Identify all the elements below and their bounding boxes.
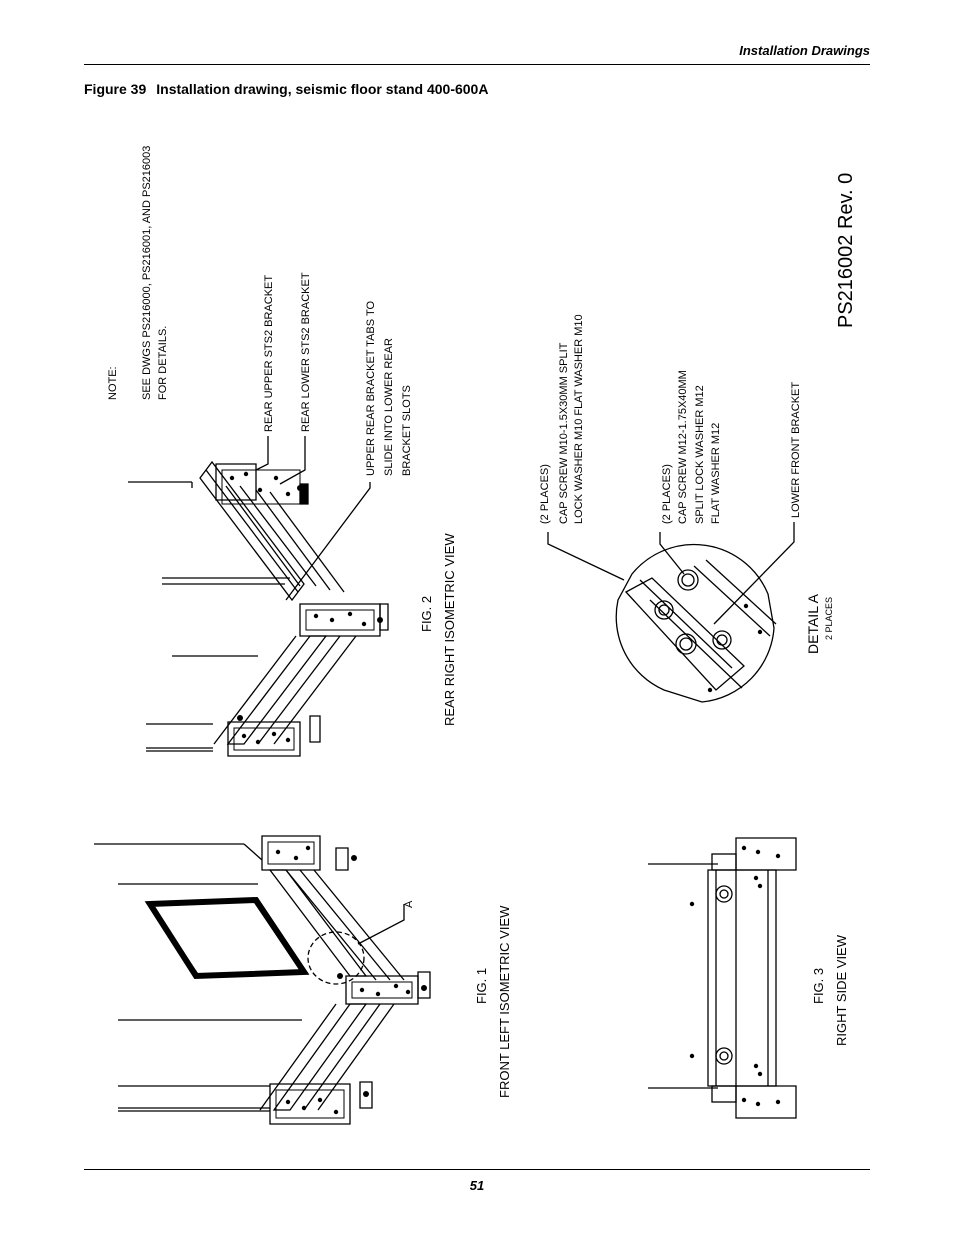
m12-line-1: CAP SCREW M12-1.75X40MM — [677, 370, 689, 524]
figure-number: Figure 39 — [84, 81, 147, 97]
fig2-number: FIG. 2 — [419, 596, 434, 632]
note-line-1: SEE DWGS PS216000, PS216001, AND PS21600… — [141, 146, 153, 400]
m10-places: (2 PLACES) — [539, 464, 551, 524]
m10-line-2: LOCK WASHER M10 FLAT WASHER M10 — [573, 314, 585, 524]
drawing-number: PS216002 Rev. 0 — [835, 173, 857, 328]
lower-front-bracket-label: LOWER FRONT BRACKET — [790, 382, 802, 518]
header-rule — [84, 64, 870, 65]
fig3-number: FIG. 3 — [811, 968, 826, 1004]
page-number: 51 — [469, 1178, 485, 1193]
detail-a-drawing — [547, 522, 795, 703]
m12-line-2: SPLIT LOCK WASHER M12 — [694, 385, 706, 524]
detail-a-marker: A — [403, 900, 415, 908]
m12-places: (2 PLACES) — [661, 464, 673, 524]
note-line-2: FOR DETAILS. — [157, 326, 169, 400]
fig1-number: FIG. 1 — [474, 968, 489, 1004]
callout-rear-upper-bracket: REAR UPPER STS2 BRACKET — [263, 275, 275, 432]
callout-tabs-line-2: SLIDE INTO LOWER REAR — [383, 338, 395, 476]
m12-line-3: FLAT WASHER M12 — [710, 423, 722, 524]
callout-tabs-line-1: UPPER REAR BRACKET TABS TO — [365, 301, 377, 476]
footer-rule — [84, 1169, 870, 1170]
running-header: Installation Drawings — [739, 43, 870, 58]
m10-line-1: CAP SCREW M10-1.5X30MM SPLIT — [558, 342, 570, 524]
callout-tabs-line-3: BRACKET SLOTS — [401, 385, 413, 476]
fig1-title: FRONT LEFT ISOMETRIC VIEW — [497, 905, 512, 1098]
figure-title: Installation drawing, seismic floor stan… — [156, 81, 489, 97]
fig2-rear-right-isometric-drawing — [128, 436, 389, 757]
detail-a-subtitle: 2 PLACES — [824, 597, 834, 640]
fig2-title: REAR RIGHT ISOMETRIC VIEW — [442, 533, 457, 726]
figure-caption: Figure 39 Installation drawing, seismic f… — [84, 81, 488, 97]
detail-a-title: DETAIL A — [805, 593, 821, 654]
note-label: NOTE: — [107, 366, 119, 400]
fig3-right-side-drawing — [648, 837, 797, 1119]
fig1-front-left-isometric-drawing — [94, 835, 431, 1125]
fig3-title: RIGHT SIDE VIEW — [834, 934, 849, 1046]
callout-rear-lower-bracket: REAR LOWER STS2 BRACKET — [300, 272, 312, 432]
